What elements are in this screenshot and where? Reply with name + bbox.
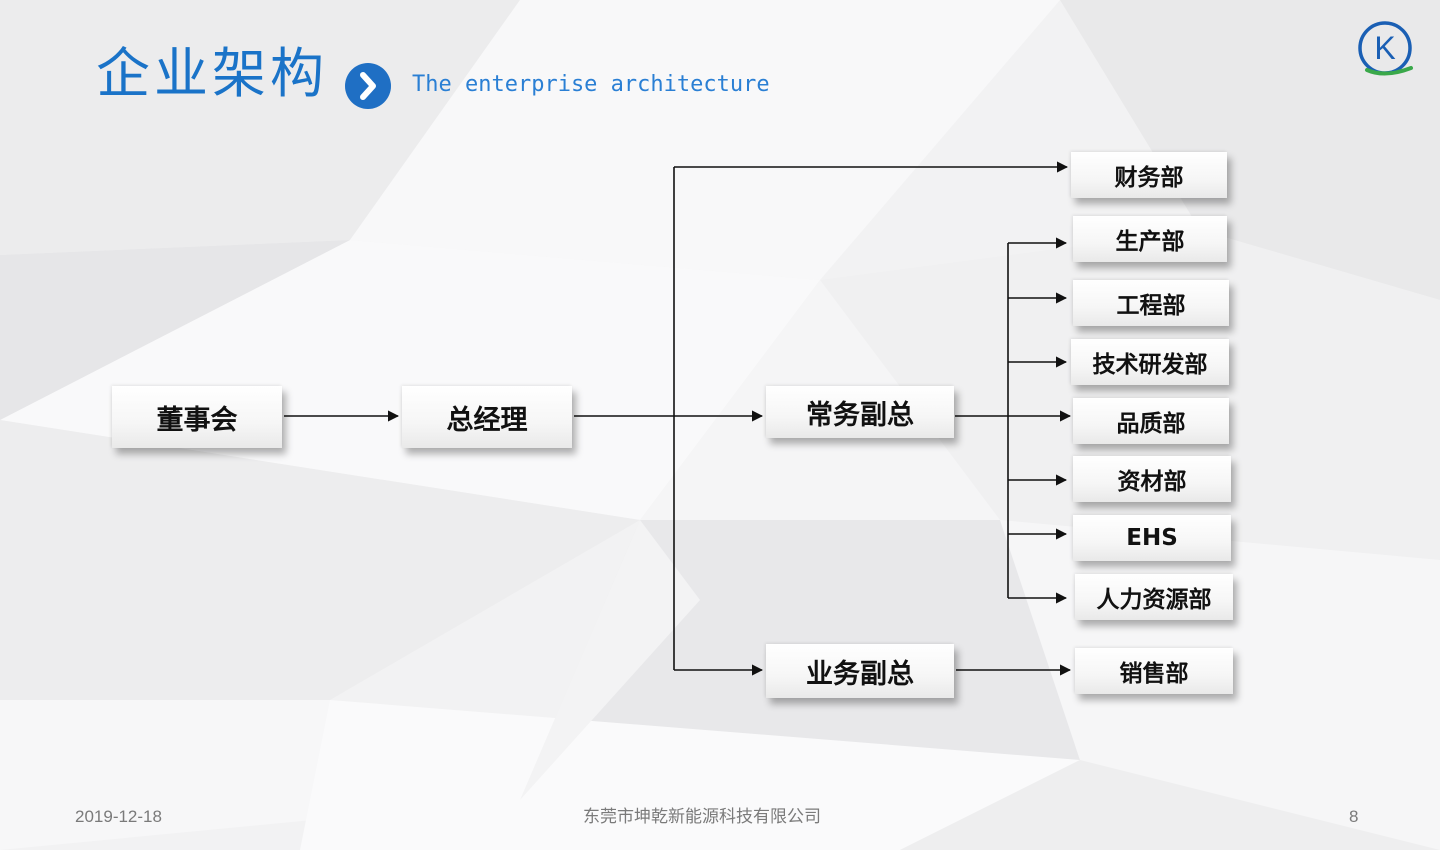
node-ehs-dept-label: EHS (1126, 525, 1178, 551)
footer-date: 2019-12-18 (75, 807, 162, 826)
logo-letter: K (1374, 30, 1395, 66)
node-executive-vp: 常务副总 (766, 386, 954, 438)
node-ehs-dept: EHS (1073, 515, 1231, 561)
node-sales-dept-label: 销售部 (1119, 661, 1189, 687)
page-title: 企业架构 (96, 42, 328, 105)
node-finance-dept: 财务部 (1071, 152, 1227, 198)
node-materials-dept-label: 资材部 (1117, 469, 1187, 495)
node-business-vp-label: 业务副总 (806, 658, 914, 690)
company-logo: K (1355, 20, 1415, 80)
chevron-right-icon (345, 63, 391, 109)
node-quality-dept: 品质部 (1073, 398, 1229, 444)
node-rnd-dept-label: 技术研发部 (1092, 352, 1208, 378)
node-finance-dept-label: 财务部 (1114, 165, 1184, 191)
node-general-manager: 总经理 (402, 386, 572, 448)
node-hr-dept: 人力资源部 (1075, 574, 1233, 620)
footer-page-number: 8 (1349, 807, 1359, 826)
page-subtitle: The enterprise architecture (412, 72, 770, 97)
node-engineering-dept-label: 工程部 (1116, 293, 1186, 319)
node-sales-dept: 销售部 (1075, 648, 1233, 694)
footer-company: 东莞市坤乾新能源科技有限公司 (583, 807, 821, 826)
node-quality-dept-label: 品质部 (1116, 411, 1186, 437)
node-business-vp: 业务副总 (766, 644, 954, 698)
node-general-manager-label: 总经理 (446, 404, 528, 436)
node-materials-dept: 资材部 (1073, 456, 1231, 502)
node-board: 董事会 (112, 386, 282, 448)
node-executive-vp-label: 常务副总 (806, 399, 914, 431)
node-rnd-dept: 技术研发部 (1071, 339, 1229, 385)
node-production-dept: 生产部 (1073, 216, 1227, 262)
node-hr-dept-label: 人力资源部 (1096, 587, 1212, 613)
node-engineering-dept: 工程部 (1073, 280, 1229, 326)
node-production-dept-label: 生产部 (1115, 229, 1185, 255)
node-board-label: 董事会 (156, 404, 238, 436)
